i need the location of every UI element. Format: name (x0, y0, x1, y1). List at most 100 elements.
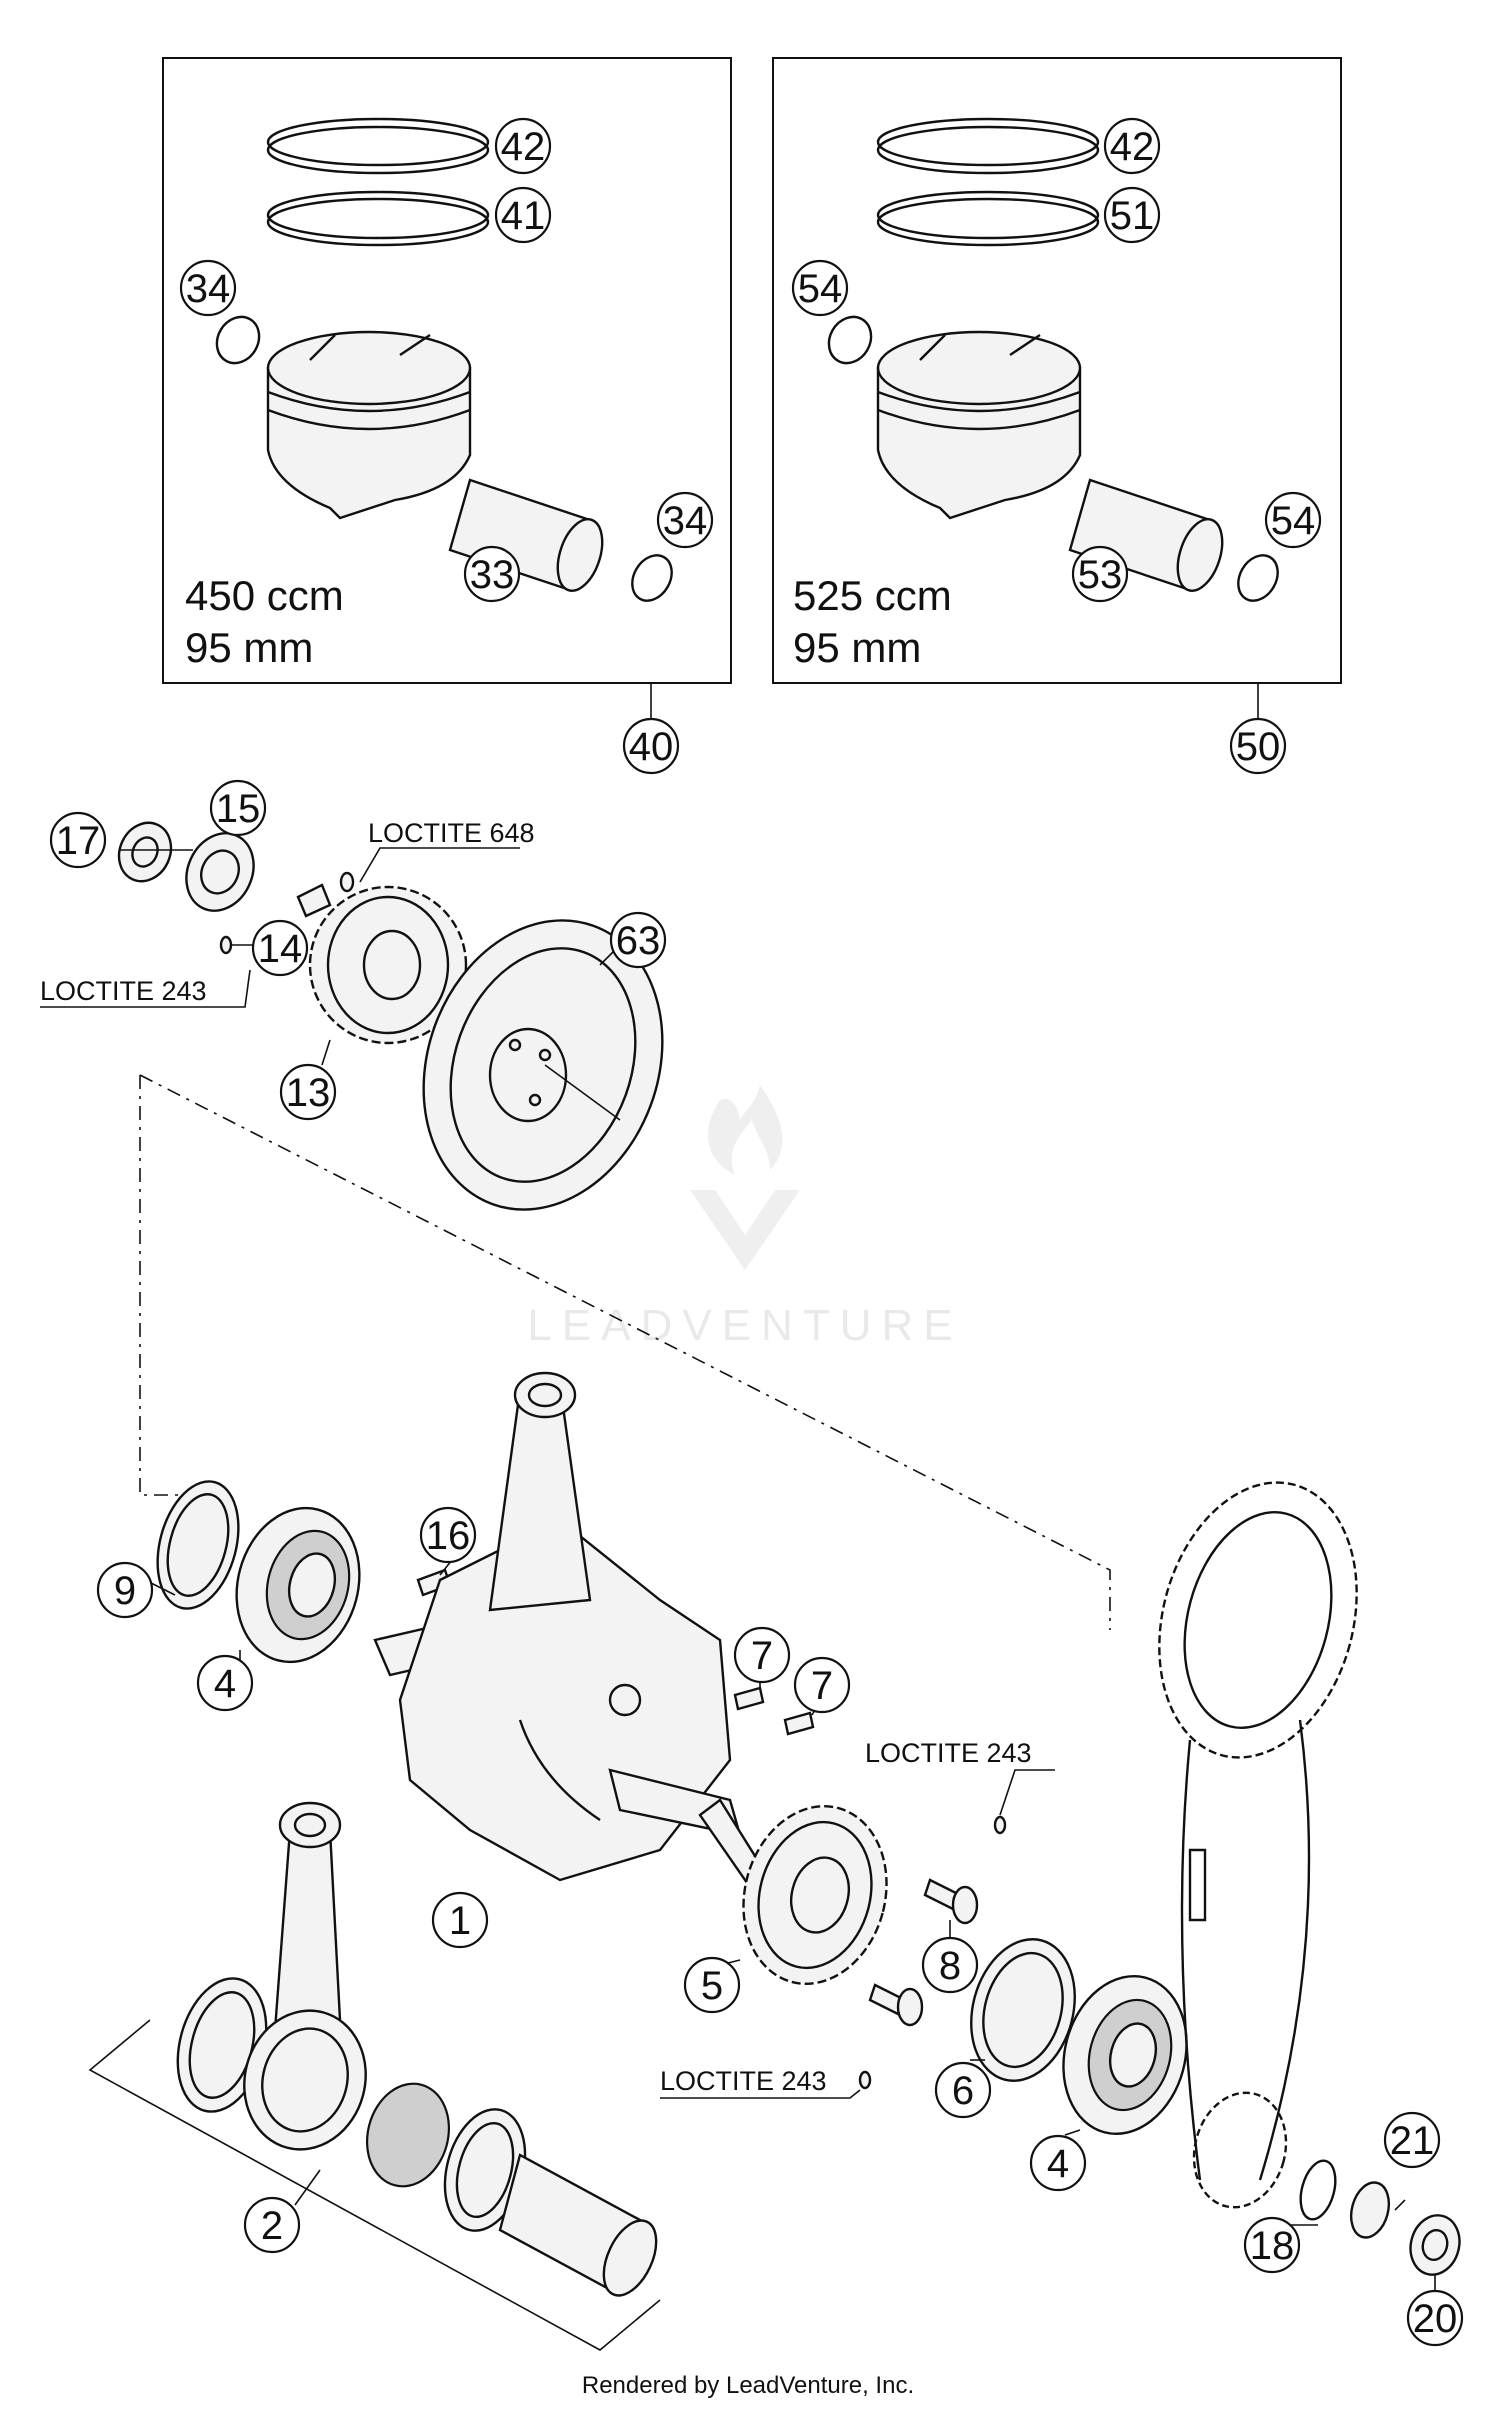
svg-text:63: 63 (616, 919, 661, 963)
callout-kit450-42: 42 (494, 117, 552, 175)
piston-kit-450: 450 ccm 95 mm (162, 57, 732, 720)
svg-text:42: 42 (501, 125, 546, 169)
bolt-8 (923, 1815, 1007, 1925)
kit-525-box (772, 57, 1342, 684)
loctite-243-label-right: LOCTITE 243 (865, 1738, 1032, 1768)
svg-text:54: 54 (1271, 499, 1316, 543)
svg-text:14: 14 (258, 927, 303, 971)
svg-text:5: 5 (701, 1964, 723, 2008)
kit-525-displacement: 525 ccm (793, 572, 952, 619)
piston-kit-525: 525 ccm 95 mm (772, 57, 1342, 720)
callout-7-a: 7 (733, 1626, 791, 1684)
svg-text:54: 54 (798, 267, 843, 311)
svg-text:34: 34 (663, 499, 708, 543)
svg-text:42: 42 (1110, 125, 1155, 169)
alignment-frame (139, 1074, 1111, 1630)
timing-chain-assembly (1158, 1481, 1358, 2209)
svg-text:40: 40 (629, 725, 674, 769)
bolt-648 (296, 871, 355, 918)
callout-4-left: 4 (196, 1654, 254, 1712)
crankshaft-1 (373, 1371, 772, 1892)
callout-15: 15 (209, 779, 267, 837)
callout-4-right: 4 (1029, 2134, 1087, 2192)
loctite-648-label: LOCTITE 648 (368, 818, 535, 848)
footer-credit: Rendered by LeadVenture, Inc. (582, 2372, 914, 2399)
svg-text:6: 6 (952, 2069, 974, 2113)
svg-text:13: 13 (286, 1071, 331, 1115)
leader-lines (40, 831, 1436, 2290)
callout-18: 18 (1243, 2216, 1301, 2274)
kit-450-box (162, 57, 732, 684)
washer-6 (970, 1938, 1076, 2082)
key-14 (219, 935, 233, 955)
main-bearing-4-left (235, 1506, 361, 1664)
svg-text:21: 21 (1390, 2119, 1435, 2163)
kit-450-bore: 95 mm (185, 624, 313, 671)
callout-16: 16 (419, 1506, 477, 1564)
callout-8: 8 (921, 1936, 979, 1994)
conrod-kit-bracket (88, 2019, 661, 2351)
callout-17: 17 (49, 811, 107, 869)
callout-kit450-41: 41 (494, 186, 552, 244)
svg-text:4: 4 (1047, 2142, 1069, 2186)
svg-text:7: 7 (811, 1664, 833, 1708)
keys-7 (733, 1686, 815, 1736)
conrod-kit-2 (176, 1801, 658, 2297)
gear-5 (742, 1804, 888, 1986)
callout-9: 9 (96, 1561, 154, 1619)
callout-kit450-34-left: 34 (179, 259, 237, 317)
kit-525-bore: 95 mm (793, 624, 921, 671)
svg-text:51: 51 (1110, 194, 1155, 238)
callout-20: 20 (1406, 2289, 1464, 2347)
bolt-lower (858, 1983, 924, 2090)
svg-text:2: 2 (261, 2204, 283, 2248)
loctite-243-label-lower: LOCTITE 243 (660, 2066, 827, 2096)
gear-13 (308, 885, 468, 1045)
svg-text:41: 41 (501, 194, 546, 238)
svg-text:9: 9 (114, 1569, 136, 1613)
oil-seal-9 (156, 1480, 240, 1610)
svg-text:34: 34 (186, 267, 231, 311)
callout-kit525-51: 51 (1103, 186, 1161, 244)
callout-2: 2 (243, 2196, 301, 2254)
washer-21 (1349, 2181, 1391, 2239)
callout-63: 63 (609, 911, 667, 969)
nut-20 (1409, 2214, 1461, 2276)
svg-text:16: 16 (426, 1514, 471, 1558)
callout-14: 14 (251, 919, 309, 977)
callout-kit525-54-right: 54 (1264, 491, 1322, 549)
callout-7-b: 7 (793, 1656, 851, 1714)
svg-text:53: 53 (1078, 553, 1123, 597)
callout-kit450-34-right: 34 (656, 491, 714, 549)
callout-5: 5 (683, 1956, 741, 2014)
svg-text:18: 18 (1250, 2224, 1295, 2268)
bearing-15 (185, 832, 255, 912)
main-bearing-4-right (1062, 1974, 1188, 2136)
callout-1: 1 (431, 1891, 489, 1949)
circlip-18 (1299, 2159, 1337, 2221)
crank-nut-17 (117, 821, 173, 883)
callout-kit525-53: 53 (1071, 545, 1129, 603)
svg-text:8: 8 (939, 1944, 961, 1988)
svg-text:7: 7 (751, 1634, 773, 1678)
svg-text:4: 4 (214, 1662, 236, 1706)
callout-kit525-42: 42 (1103, 117, 1161, 175)
svg-text:1: 1 (449, 1899, 471, 1943)
svg-text:15: 15 (216, 787, 261, 831)
flywheel-63 (422, 919, 664, 1211)
kit-450-displacement: 450 ccm (185, 572, 344, 619)
callout-kit450-33: 33 (463, 545, 521, 603)
callout-kit-50: 50 (1229, 717, 1287, 775)
svg-text:17: 17 (56, 819, 101, 863)
loctite-243-label-left: LOCTITE 243 (40, 976, 207, 1006)
callout-13: 13 (279, 1063, 337, 1121)
leadventure-watermark: LEADVENTURE (527, 1085, 962, 1350)
callout-6: 6 (934, 2061, 992, 2119)
callout-21: 21 (1383, 2111, 1441, 2169)
svg-text:20: 20 (1413, 2297, 1458, 2341)
callout-kit525-54-left: 54 (791, 259, 849, 317)
watermark-text: LEADVENTURE (527, 1301, 962, 1350)
svg-text:50: 50 (1236, 725, 1281, 769)
callout-kit-40: 40 (622, 717, 680, 775)
